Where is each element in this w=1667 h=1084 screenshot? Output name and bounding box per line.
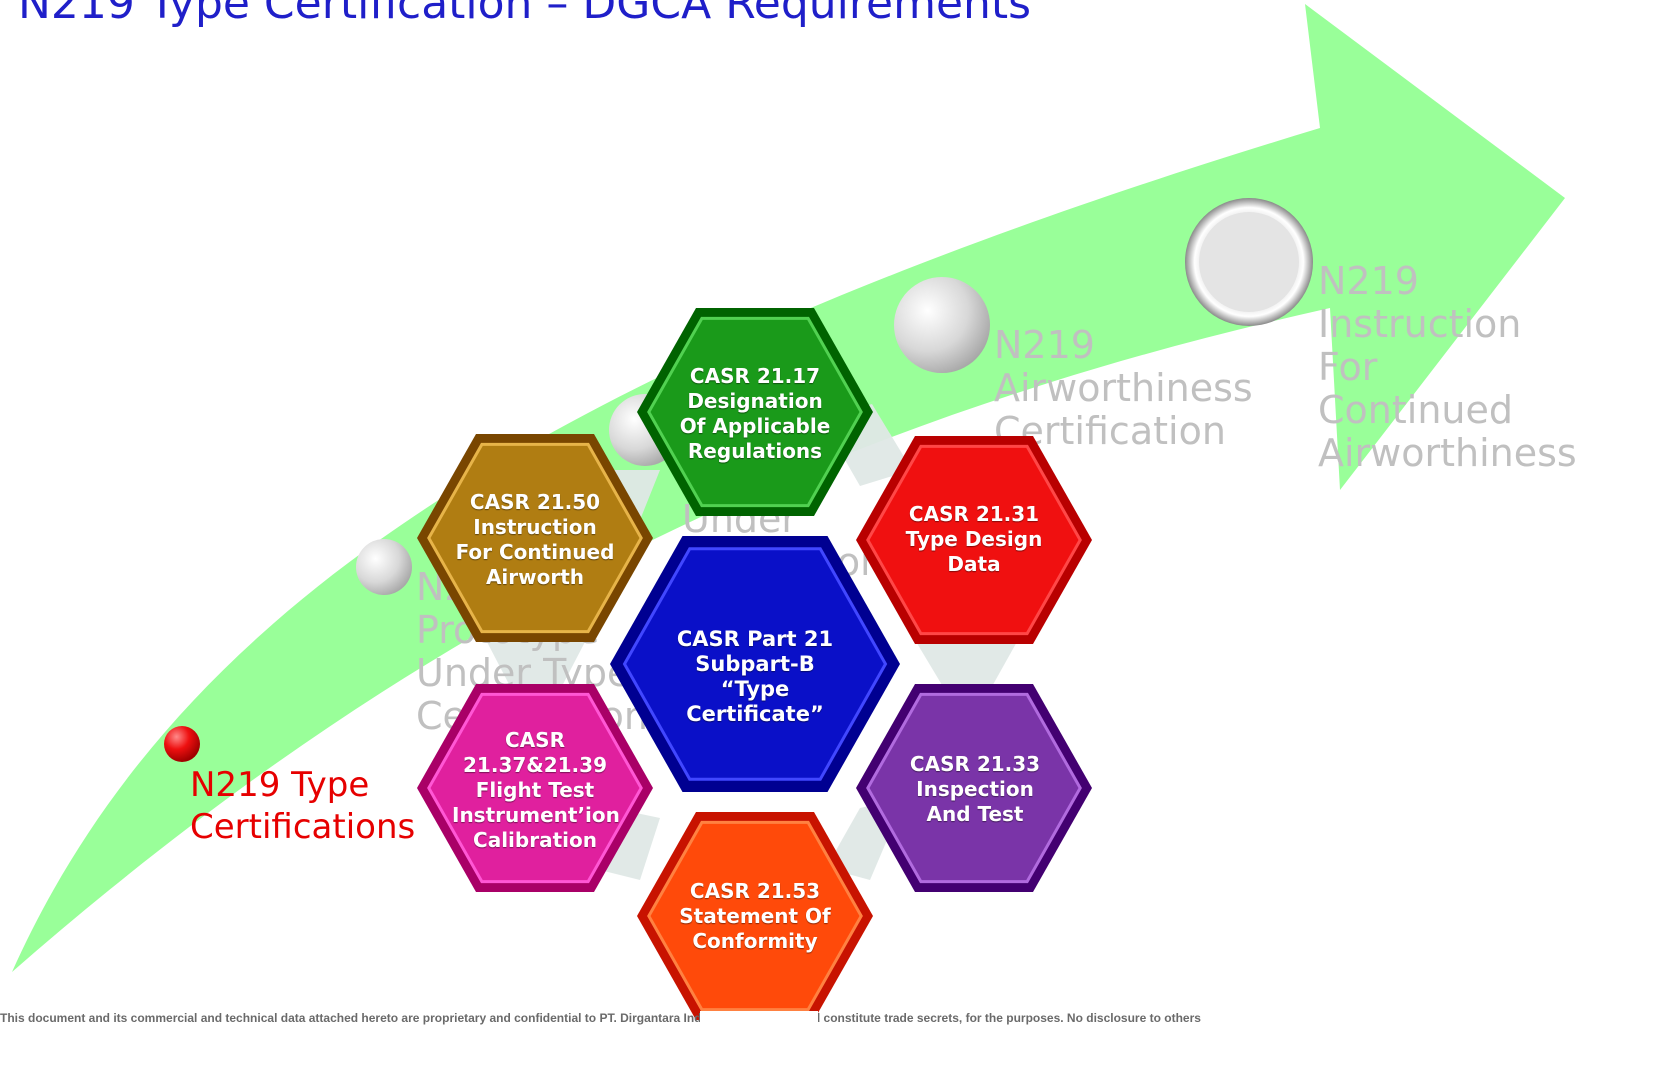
hexagon-bottom-left-highlight bbox=[427, 692, 643, 884]
hexagon-bottom-face bbox=[648, 822, 862, 1010]
milestone-label-active: N219 Type Certifications bbox=[190, 764, 415, 848]
hexagon-bottom-left bbox=[417, 684, 653, 892]
hexagon-top-left-highlight bbox=[427, 442, 643, 634]
milestone-5-line-4: Continued bbox=[1318, 388, 1513, 432]
hexagon-top-right-highlight bbox=[866, 444, 1082, 636]
hexagon-top-right-face bbox=[867, 446, 1081, 634]
hexagon-top-right bbox=[856, 436, 1092, 644]
milestone-marker-5-inner bbox=[1199, 212, 1299, 312]
footer-overlap-mask bbox=[700, 1011, 818, 1025]
hexagon-top-left-face bbox=[428, 444, 642, 632]
hexagon-bottom-left-face bbox=[428, 694, 642, 882]
hex-top-label: CASR 21.17 Designation Of Applicable Reg… bbox=[679, 364, 831, 463]
milestone-label-4: N219 Airworthiness Certification bbox=[994, 324, 1253, 453]
hexagon-bottom-right-highlight bbox=[866, 692, 1082, 884]
hex-top-left-label: CASR 21.50 Instruction For Continued Air… bbox=[455, 490, 615, 589]
milestone-5-line-5: Airworthiness bbox=[1318, 431, 1577, 475]
milestone-1-line-1: N219 Type bbox=[190, 765, 370, 805]
hex-top-right-label: CASR 21.31 Type Design Data bbox=[905, 502, 1043, 576]
hexagon-bottom-right bbox=[856, 684, 1092, 892]
milestone-label-5: N219 Instruction For Continued Airworthi… bbox=[1318, 260, 1577, 475]
milestone-4-line-2: Airworthiness bbox=[994, 366, 1253, 410]
milestone-marker-2 bbox=[356, 539, 412, 595]
hex-bottom-left-label: CASR 21.37&21.39 Flight Test Instrument’… bbox=[452, 728, 620, 852]
milestone-marker-active bbox=[164, 726, 200, 762]
hex-bottom-label: CASR 21.53 Statement Of Conformity bbox=[679, 879, 831, 953]
hexagon-top-face bbox=[648, 318, 862, 506]
milestone-5-line-1: N219 bbox=[1318, 259, 1419, 303]
hexagon-center-highlight bbox=[622, 547, 888, 781]
hexagon-bottom bbox=[637, 812, 873, 1020]
hexagon-top bbox=[637, 308, 873, 516]
milestone-5-line-2: Instruction bbox=[1318, 302, 1522, 346]
hexagon-bottom-right-face bbox=[867, 694, 1081, 882]
hexagon-top-left bbox=[417, 434, 653, 642]
milestone-marker-4 bbox=[894, 277, 990, 373]
milestone-5-line-3: For bbox=[1318, 345, 1378, 389]
hex-bottom-right-label: CASR 21.33 Inspection And Test bbox=[909, 752, 1041, 826]
hexagon-center bbox=[610, 536, 900, 792]
hexagon-center-face bbox=[624, 548, 886, 780]
hexagon-top-highlight bbox=[647, 316, 863, 508]
disclaimer-footer: This document and its commercial and tec… bbox=[0, 1011, 1667, 1025]
disclaimer-text: This document and its commercial and tec… bbox=[0, 1011, 1201, 1025]
progress-arrow bbox=[12, 4, 1565, 972]
milestone-1-line-2: Certifications bbox=[190, 807, 416, 847]
page-title: N219 Type Certification – DGCA Requireme… bbox=[18, 0, 1032, 29]
hex-center-label: CASR Part 21 Subpart-B “Type Certificate… bbox=[676, 627, 834, 726]
hexagon-bottom-highlight bbox=[647, 820, 863, 1012]
milestone-4-line-1: N219 bbox=[994, 323, 1095, 367]
